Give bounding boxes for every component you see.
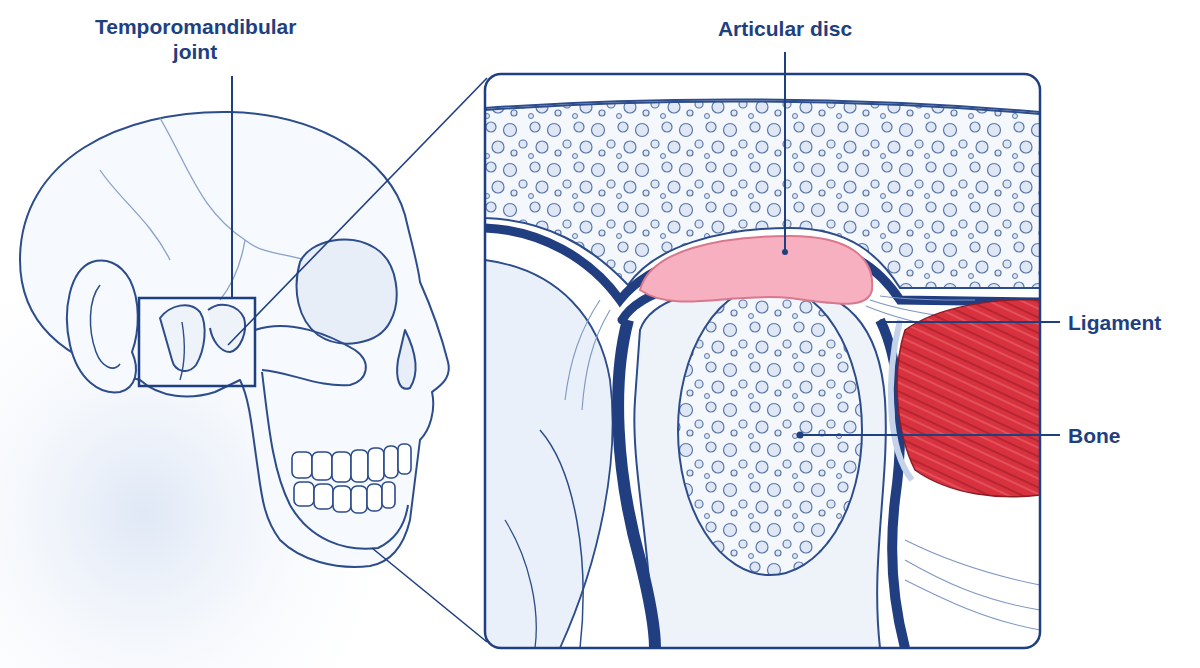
leader-line xyxy=(784,52,786,250)
part-label: Articular disc xyxy=(655,16,915,41)
articular-disc xyxy=(640,236,872,304)
leader-line xyxy=(882,321,1060,323)
leader-dot xyxy=(797,432,804,439)
leader-line xyxy=(231,76,233,297)
inset-border xyxy=(485,74,1040,648)
leader-dot xyxy=(879,319,885,325)
leader-dot xyxy=(782,249,788,255)
joint-label: Temporomandibular joint xyxy=(95,14,295,64)
part-label: Ligament xyxy=(1068,310,1193,335)
inset-panel xyxy=(485,74,1040,648)
joint-cross-section xyxy=(485,99,1040,648)
part-label: Bone xyxy=(1068,423,1193,448)
zoom-line xyxy=(372,548,487,642)
leader-line xyxy=(800,434,1060,436)
zoom-line xyxy=(228,78,487,345)
zoom-box xyxy=(139,298,255,386)
